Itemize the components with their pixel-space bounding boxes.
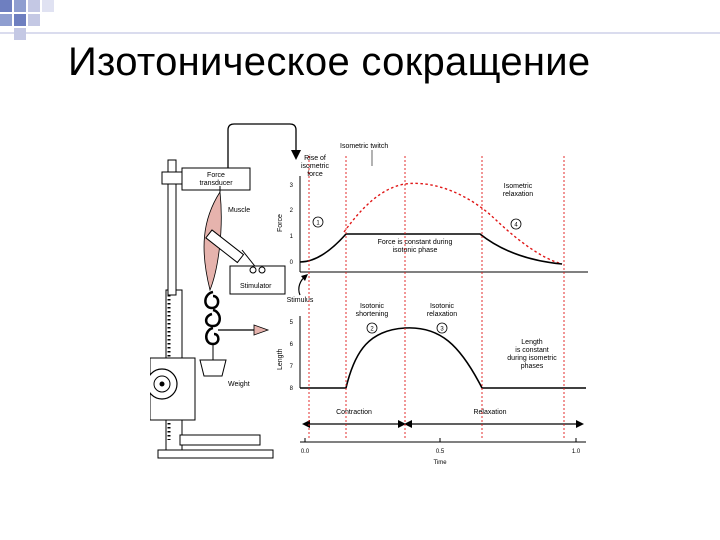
phase-2-marker bbox=[366, 322, 378, 334]
hook-icon bbox=[204, 308, 221, 328]
stand-bottom-arm bbox=[179, 434, 261, 446]
isometric-twitch-curve bbox=[343, 182, 563, 265]
slide-title: Изотоническое сокращение bbox=[68, 40, 591, 84]
relaxation-label: Relaxation bbox=[473, 409, 506, 416]
force-transducer-box bbox=[181, 167, 251, 191]
deco-square bbox=[0, 14, 12, 26]
hook-icon bbox=[204, 290, 220, 310]
force-ytick: 0 bbox=[290, 260, 294, 266]
stimulator-label: Stimulator bbox=[240, 283, 272, 290]
length-ylabel: Length bbox=[277, 348, 284, 370]
stimulus-label: Stimulus bbox=[287, 297, 314, 304]
deco-square bbox=[14, 28, 26, 40]
force-ytick: 1 bbox=[290, 234, 294, 240]
stimulator-terminal bbox=[258, 266, 266, 274]
force-curve bbox=[299, 233, 563, 265]
length-ytick: 7 bbox=[290, 364, 294, 370]
stand-post bbox=[167, 159, 177, 296]
contraction-arrowhead-right bbox=[398, 420, 406, 428]
time-tick-label: 1.0 bbox=[572, 449, 581, 455]
stimulator-box bbox=[229, 265, 286, 295]
signal-arrowhead bbox=[291, 150, 301, 160]
phase-3-label: 3 bbox=[440, 327, 444, 333]
stimulator-terminal bbox=[249, 266, 257, 274]
isometric-twitch-label: Isometric twitch bbox=[340, 143, 388, 150]
signal-arrow bbox=[227, 123, 297, 168]
time-axis-label: Time bbox=[433, 460, 447, 466]
time-tick-label: 0.0 bbox=[301, 449, 310, 455]
wheel-hub bbox=[159, 381, 165, 387]
weight-label: Weight bbox=[228, 381, 250, 388]
muscle-label: Muscle bbox=[228, 207, 250, 214]
relaxation-arrowhead-left bbox=[404, 420, 412, 428]
stand-base bbox=[157, 449, 274, 459]
phase-arrows: Contraction Relaxation bbox=[302, 409, 584, 428]
force-ytick: 3 bbox=[290, 183, 294, 189]
time-axis: 0.0 0.5 1.0 Time bbox=[300, 438, 586, 466]
phase-dividers bbox=[308, 156, 565, 438]
length-ytick: 5 bbox=[290, 320, 294, 326]
deco-square bbox=[42, 0, 54, 12]
deco-square bbox=[28, 0, 40, 12]
relaxation-arrowhead-right bbox=[576, 420, 584, 428]
phase-4-marker bbox=[510, 218, 522, 230]
electrode-holder bbox=[205, 229, 245, 264]
deco-square bbox=[14, 0, 26, 12]
phase-2-label: 2 bbox=[370, 327, 374, 333]
deco-square bbox=[14, 14, 26, 26]
contraction-arrowhead-left bbox=[302, 420, 310, 428]
time-tick-label: 0.5 bbox=[436, 449, 445, 455]
length-curve bbox=[300, 327, 586, 389]
phase-1-label: 1 bbox=[316, 221, 320, 227]
length-ytick: 8 bbox=[290, 386, 294, 392]
corner-decoration bbox=[0, 0, 720, 40]
force-ytick: 2 bbox=[290, 208, 294, 214]
phase-1-marker bbox=[312, 216, 324, 228]
force-ylabel: Force bbox=[277, 214, 284, 232]
deco-square bbox=[28, 14, 40, 26]
phase-4-label: 4 bbox=[514, 223, 518, 229]
contraction-label: Contraction bbox=[336, 409, 372, 416]
lever-pointer bbox=[253, 324, 270, 336]
stimulus-arrowhead bbox=[301, 274, 308, 281]
stand-clamp bbox=[161, 171, 185, 185]
deco-square bbox=[0, 0, 12, 12]
weight-shape bbox=[199, 359, 227, 377]
length-ytick: 6 bbox=[290, 342, 294, 348]
phase-3-marker bbox=[436, 322, 448, 334]
hook-icon bbox=[205, 326, 220, 346]
